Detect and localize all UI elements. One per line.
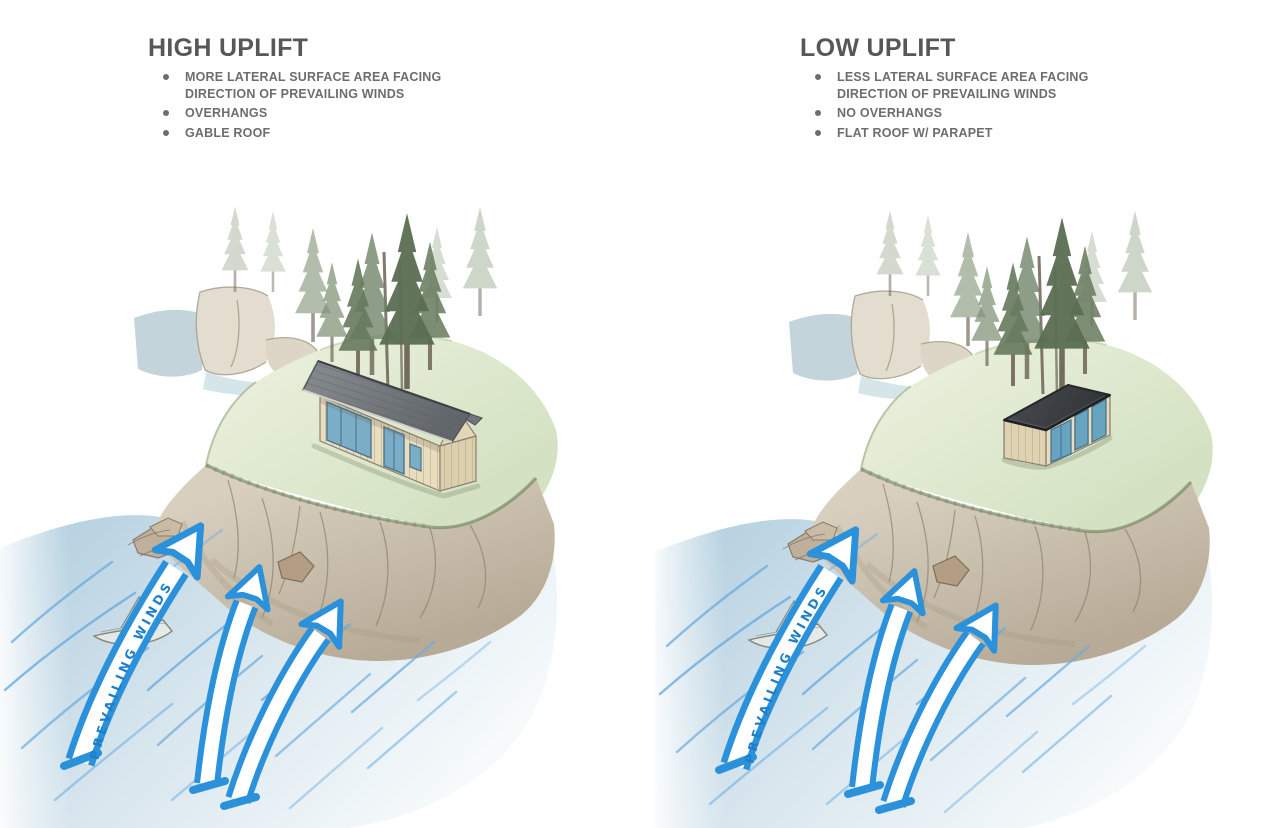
high-uplift-bullet-list: MORE LATERAL SURFACE AREA FACING DIRECTI… — [148, 69, 508, 141]
flat-roof-cabin — [1001, 384, 1113, 470]
coastal-scene-low-uplift — [655, 211, 1213, 828]
bullet-text: OVERHANGS — [185, 106, 268, 120]
cabin-windows — [1050, 397, 1107, 463]
bullet-item: FLAT ROOF W/ PARAPET — [800, 125, 1160, 142]
bullet-dot — [815, 129, 821, 136]
eave-shadow — [320, 396, 440, 453]
low-uplift-bullet-list: LESS LATERAL SURFACE AREA FACING DIRECTI… — [800, 69, 1160, 141]
parapet-inner-edge — [1007, 395, 1106, 429]
bullet-dot — [163, 129, 169, 136]
bullet-dot — [163, 110, 169, 116]
coastal-scene-high-uplift — [0, 207, 558, 828]
low-uplift-title: LOW UPLIFT — [800, 34, 956, 62]
parapet-front-lip — [1003, 393, 1111, 432]
bullet-text: MORE LATERAL SURFACE AREA FACING DIRECTI… — [185, 70, 442, 101]
bullet-item: MORE LATERAL SURFACE AREA FACING DIRECTI… — [148, 69, 508, 102]
gable-roof-cabin — [301, 359, 484, 499]
bullet-item: LESS LATERAL SURFACE AREA FACING DIRECTI… — [800, 69, 1160, 102]
cabin-windows — [326, 400, 422, 476]
bullet-dot — [815, 110, 821, 116]
eave-fascia — [302, 389, 453, 443]
bullet-text: GABLE ROOF — [185, 125, 271, 140]
panel-low-uplift: LOW UPLIFT LESS LATERAL SURFACE AREA FAC… — [800, 34, 1160, 144]
bullet-dot — [163, 74, 169, 80]
bullet-item: NO OVERHANGS — [800, 105, 1160, 122]
bullet-text: NO OVERHANGS — [837, 106, 943, 120]
bullet-item: GABLE ROOF — [148, 125, 508, 142]
cabin-ground-shadow — [311, 443, 481, 499]
high-uplift-title: HIGH UPLIFT — [148, 34, 309, 62]
cabin-ground-shadow — [1001, 435, 1113, 470]
panel-high-uplift: HIGH UPLIFT MORE LATERAL SURFACE AREA FA… — [148, 34, 508, 144]
bullet-item: OVERHANGS — [148, 105, 508, 122]
bullet-text: FLAT ROOF W/ PARAPET — [837, 125, 993, 140]
bullet-dot — [815, 74, 821, 80]
bullet-text: LESS LATERAL SURFACE AREA FACING DIRECTI… — [837, 70, 1089, 101]
roof-ridge — [317, 359, 471, 416]
